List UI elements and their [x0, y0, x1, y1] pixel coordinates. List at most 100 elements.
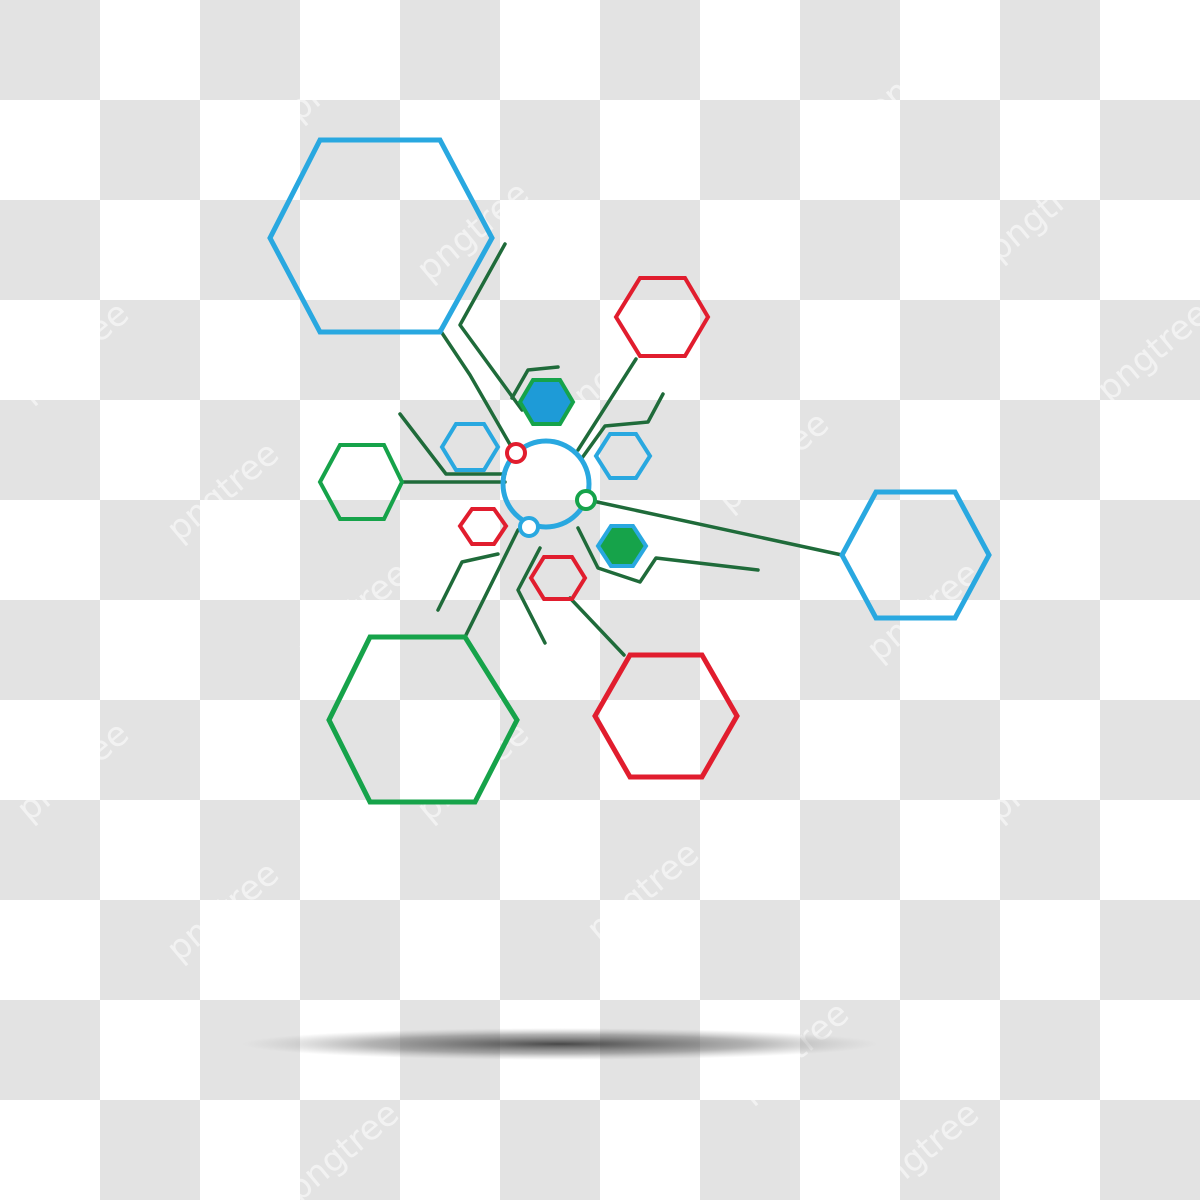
checker-cell	[900, 1100, 1000, 1200]
checker-cell	[700, 300, 800, 400]
checker-cell	[200, 100, 300, 200]
checker-cell	[900, 500, 1000, 600]
checker-cell	[0, 200, 100, 300]
hexagon-inner-left	[439, 422, 501, 472]
connector-top-right-bracket	[580, 392, 665, 460]
checker-cell	[700, 0, 800, 100]
checker-cell	[1100, 600, 1200, 700]
checker-cell	[100, 0, 200, 100]
checker-cell	[200, 400, 300, 500]
checker-cell	[0, 500, 100, 600]
connector-lines	[398, 242, 844, 657]
checker-cell	[700, 800, 800, 900]
checker-cell	[700, 100, 800, 200]
checker-cell	[500, 0, 600, 100]
hub-node-green	[575, 489, 597, 511]
checker-cell	[1000, 200, 1100, 300]
hexagon-inner-top-filled	[517, 378, 576, 426]
checker-cell	[900, 200, 1000, 300]
hexagon-bottom-left	[326, 634, 520, 805]
checker-cell	[100, 500, 200, 600]
connector-bottom-left	[463, 528, 520, 639]
checker-cell	[500, 800, 600, 900]
checker-cell	[800, 200, 900, 300]
hub-circle	[500, 438, 592, 530]
connector-top-left	[438, 328, 514, 450]
connector-right	[586, 498, 844, 557]
checker-cell	[900, 0, 1000, 100]
connector-bottom-right	[568, 596, 626, 657]
hexagon-inner-right	[593, 432, 653, 480]
checker-cell	[600, 800, 700, 900]
checker-cell	[0, 0, 100, 100]
checker-cell	[1000, 1000, 1100, 1100]
connector-top-right	[576, 357, 638, 452]
checker-cell	[600, 900, 700, 1000]
connector-bottom-left-bracket	[436, 552, 500, 612]
checker-cell	[1100, 100, 1200, 200]
checker-cell	[1000, 1100, 1100, 1200]
checker-cell	[600, 1100, 700, 1200]
checker-cell	[700, 400, 800, 500]
checker-cell	[400, 900, 500, 1000]
checker-cell	[300, 700, 400, 800]
checker-cell	[800, 100, 900, 200]
checker-cell	[500, 200, 600, 300]
checker-cell	[600, 600, 700, 700]
hexagon-inner-red-bottom	[528, 555, 588, 601]
checker-cell	[0, 600, 100, 700]
connector-left-bracket	[398, 412, 507, 476]
checker-cell	[200, 1100, 300, 1200]
checker-cell	[400, 600, 500, 700]
checker-cell	[0, 1100, 100, 1200]
checker-cell	[900, 1000, 1000, 1100]
checker-cell	[1100, 900, 1200, 1000]
floor-shadow	[242, 1028, 878, 1060]
checker-cell	[900, 900, 1000, 1000]
checker-cell	[200, 900, 300, 1000]
checker-cell	[200, 600, 300, 700]
checker-cell	[100, 900, 200, 1000]
checker-cell	[400, 0, 500, 100]
checker-cell	[1000, 800, 1100, 900]
hexagon-inner-bottom-right-filled	[595, 524, 649, 568]
checker-cell	[0, 900, 100, 1000]
checker-cell	[100, 800, 200, 900]
checker-cell	[300, 600, 400, 700]
checker-cell	[900, 300, 1000, 400]
checker-cell	[700, 900, 800, 1000]
checker-cell	[600, 100, 700, 200]
connector-bottom-bracket	[516, 546, 547, 645]
checker-cell	[500, 100, 600, 200]
checker-cell	[1000, 700, 1100, 800]
checker-cell	[1100, 400, 1200, 500]
checker-cell	[800, 900, 900, 1000]
checker-cell	[200, 300, 300, 400]
checker-cell	[600, 0, 700, 100]
checker-cell	[1000, 0, 1100, 100]
connector-top-bracket	[510, 365, 560, 400]
checker-cell	[900, 400, 1000, 500]
checker-cell	[1000, 300, 1100, 400]
checker-cell	[100, 1000, 200, 1100]
checker-cell	[400, 1100, 500, 1200]
checker-cell	[0, 800, 100, 900]
checker-cell	[800, 700, 900, 800]
checker-cell	[1100, 800, 1200, 900]
checker-cell	[200, 0, 300, 100]
checker-cell	[500, 1100, 600, 1200]
checker-cell	[600, 200, 700, 300]
hexagon-left	[317, 443, 405, 521]
checker-cell	[0, 700, 100, 800]
hexagon-top-right-small	[613, 276, 711, 358]
checker-cell	[700, 1100, 800, 1200]
checker-cell	[1000, 500, 1100, 600]
checker-cell	[1000, 900, 1100, 1000]
checker-cell	[300, 900, 400, 1000]
checker-cell	[1100, 1100, 1200, 1200]
checker-cell	[1100, 200, 1200, 300]
checker-cell	[300, 1100, 400, 1200]
